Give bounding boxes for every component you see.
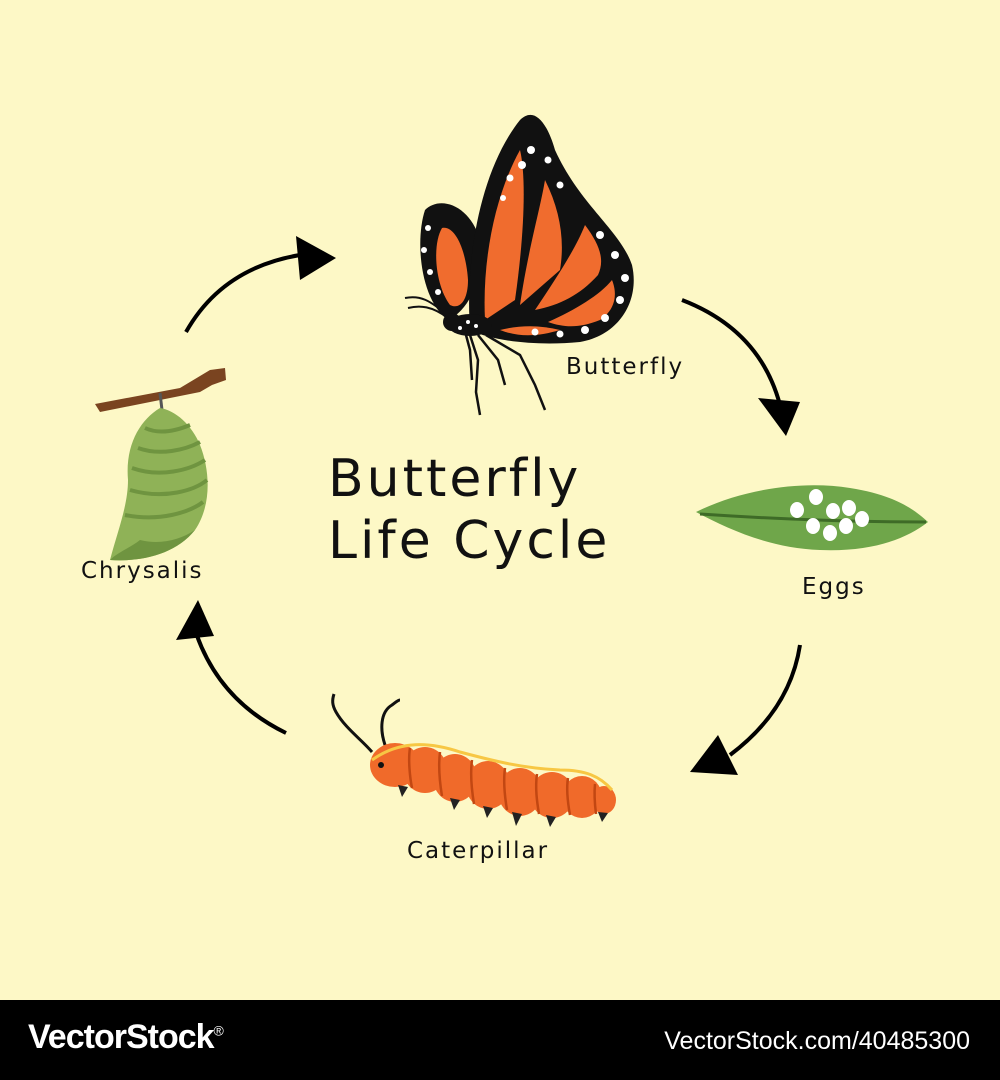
cycle-arrows bbox=[176, 236, 802, 775]
diagram-canvas: Butterfly Life Cycle Butterfly Eggs Cate… bbox=[81, 114, 928, 864]
watermark-footer: VectorStock® VectorStock.com/40485300 bbox=[0, 1000, 1000, 1080]
arrow-eggs-to-caterpillar bbox=[690, 644, 802, 775]
diagram-title: Butterfly Life Cycle bbox=[328, 448, 610, 572]
title-line-1: Butterfly bbox=[328, 449, 582, 509]
caterpillar-illustration bbox=[331, 693, 616, 827]
vectorstock-logo: VectorStock® bbox=[28, 1018, 224, 1057]
arrow-caterpillar-to-chrysalis bbox=[176, 600, 287, 735]
life-cycle-illustration bbox=[95, 114, 928, 827]
label-eggs: Eggs bbox=[802, 574, 866, 600]
arrow-chrysalis-to-butterfly bbox=[184, 236, 336, 333]
chrysalis-illustration bbox=[95, 368, 226, 561]
label-chrysalis: Chrysalis bbox=[81, 558, 204, 584]
butterfly-illustration bbox=[404, 114, 634, 416]
eggs-on-leaf-illustration bbox=[696, 485, 928, 551]
label-caterpillar: Caterpillar bbox=[407, 838, 550, 864]
brand-text: VectorStock bbox=[28, 1018, 215, 1056]
image-credit: VectorStock.com/40485300 bbox=[664, 1027, 970, 1055]
title-line-2: Life Cycle bbox=[328, 511, 611, 571]
registered-mark: ® bbox=[213, 1022, 224, 1039]
label-butterfly: Butterfly bbox=[566, 354, 685, 380]
arrow-butterfly-to-eggs bbox=[681, 298, 800, 436]
